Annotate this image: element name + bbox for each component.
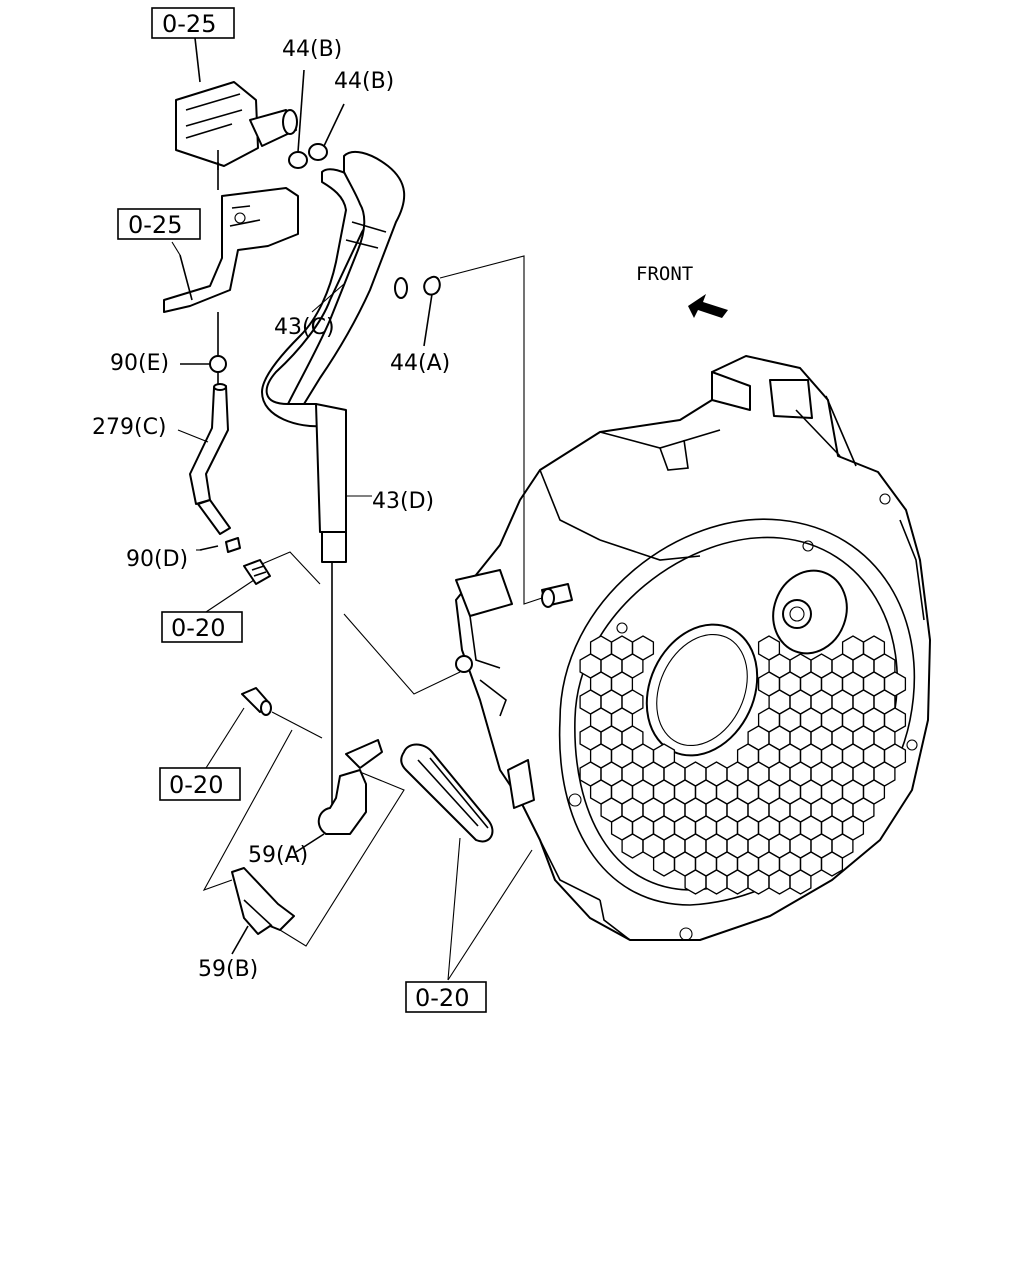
ref-box — [159, 767, 241, 801]
hose-279c — [189, 383, 231, 535]
clip-59b — [231, 867, 295, 955]
honeycomb-cell — [747, 869, 770, 895]
ref-box — [405, 981, 487, 1013]
clip-59a — [295, 739, 383, 853]
leader-lines — [171, 241, 543, 981]
cover-plate — [400, 743, 494, 843]
front-indicator: FRONT — [636, 263, 728, 318]
ref-0-25-mid: 0-25 — [128, 211, 182, 239]
hose-43c — [261, 150, 408, 428]
ref-box — [161, 611, 243, 643]
label-44b-2: 44(B) — [334, 69, 394, 94]
bracket — [163, 187, 299, 356]
hose-clamps-44 — [288, 69, 441, 347]
honeycomb-cell — [705, 869, 728, 895]
callouts: 0-25 0-25 0-20 0-20 0-20 44(B) 44(B) 43(… — [92, 7, 487, 1013]
honeycomb-grid — [579, 635, 907, 895]
honeycomb-cell — [684, 869, 707, 895]
hose-43d — [315, 403, 347, 820]
ref-0-20-bottom: 0-20 — [415, 984, 469, 1012]
vsv-unit — [175, 37, 298, 190]
label-44b-1: 44(B) — [282, 37, 342, 62]
honeycomb-cell — [820, 851, 844, 877]
label-44a: 44(A) — [390, 351, 450, 376]
clamp-90e — [180, 355, 227, 384]
label-90d: 90(D) — [126, 547, 188, 572]
label-43c: 43(C) — [274, 315, 335, 340]
ref-0-20-left: 0-20 — [171, 614, 225, 642]
clamp-90d — [199, 537, 271, 585]
ref-box — [117, 208, 201, 240]
honeycomb-cell — [768, 869, 791, 895]
ref-box — [151, 7, 235, 39]
label-59a: 59(A) — [248, 843, 308, 868]
label-279c: 279(C) — [92, 415, 167, 440]
bolt — [241, 687, 272, 716]
honeycomb-cell — [789, 869, 812, 895]
honeycomb-cell — [652, 851, 676, 877]
ref-0-20-lower: 0-20 — [169, 771, 223, 799]
label-90e: 90(E) — [110, 351, 169, 376]
honeycomb-cell — [726, 869, 749, 895]
front-arrow-icon — [688, 294, 728, 318]
honeycomb-cell — [621, 833, 644, 859]
ref-0-25-top: 0-25 — [162, 10, 216, 38]
label-59b: 59(B) — [198, 957, 258, 982]
front-label: FRONT — [636, 263, 693, 285]
label-43d: 43(D) — [372, 489, 434, 514]
